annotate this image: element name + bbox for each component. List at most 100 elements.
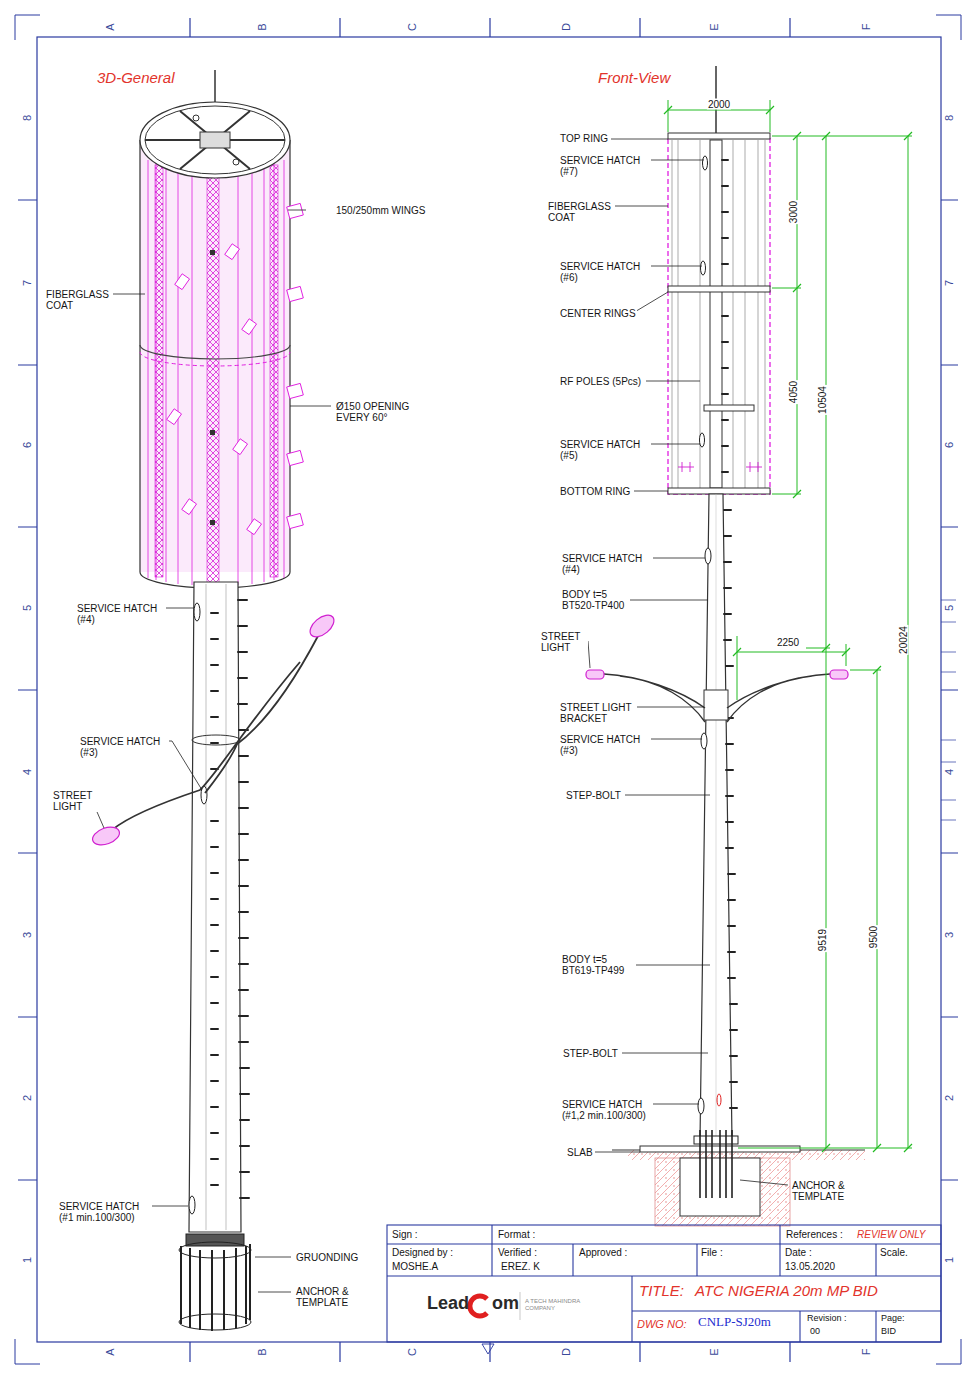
- zone-marker: F: [860, 1348, 872, 1357]
- part-label: RF POLES (5Pcs): [559, 376, 642, 387]
- general-3d-view: [140, 102, 290, 178]
- title-block-value: 00: [809, 1327, 821, 1337]
- zone-marker: 8: [21, 114, 33, 122]
- front-view: [668, 133, 770, 139]
- logo-tagline: A TECH MAHINDRA COMPANY: [524, 1298, 586, 1311]
- zone-marker: D: [560, 1347, 572, 1357]
- zone-marker: E: [708, 1347, 720, 1356]
- zone-marker: 2: [943, 1094, 955, 1102]
- front-view: [710, 140, 722, 488]
- general-3d-view: [194, 603, 200, 621]
- leader-lines: [588, 139, 788, 1185]
- general-3d-view: [90, 70, 338, 1331]
- general-3d-view: [175, 274, 190, 290]
- part-label: SERVICE HATCH (#4): [561, 553, 653, 575]
- title-block-field: DWG NO:: [636, 1318, 688, 1330]
- general-3d-view: [287, 286, 304, 301]
- logo-text: Lead: [426, 1294, 470, 1314]
- title-block-value: MOSHE.A: [391, 1261, 439, 1272]
- front-view: [716, 494, 717, 1140]
- company-logo: [470, 1292, 520, 1320]
- general-3d-view: [140, 352, 290, 366]
- zone-marker: 4: [21, 768, 33, 776]
- part-label: STREET LIGHT: [52, 790, 100, 812]
- front-view: [704, 405, 754, 411]
- zone-marker: 4: [943, 768, 955, 776]
- dimension-lines: [664, 106, 912, 1152]
- part-label: SERVICE HATCH (#3): [79, 736, 169, 758]
- general-3d-view: [189, 1196, 195, 1214]
- general-3d-view: [179, 1314, 251, 1330]
- zone-marker: 5: [21, 604, 33, 612]
- zone-marker: A: [104, 1347, 116, 1356]
- dimension: 10504: [817, 385, 828, 415]
- sheet-frame: [15, 15, 961, 1364]
- zone-marker: 1: [21, 1256, 33, 1264]
- general-3d-view: [207, 175, 219, 585]
- general-3d-view: [287, 513, 304, 528]
- general-3d-view: [306, 611, 338, 641]
- part-label: SERVICE HATCH (#1 min.100/300): [58, 1201, 152, 1223]
- part-label: CENTER RINGS: [559, 308, 637, 319]
- zone-marker: D: [560, 22, 572, 32]
- general-3d-view: [189, 582, 241, 1232]
- view-title: 3D-General: [96, 70, 176, 87]
- title-block-field: Sign :: [391, 1229, 419, 1240]
- part-label: STEP-BOLT: [565, 790, 622, 801]
- front-view: [655, 1158, 790, 1226]
- general-3d-view: [148, 160, 284, 585]
- title-block-field: References :: [785, 1229, 844, 1240]
- general-3d-view: [233, 159, 239, 165]
- front-view: [586, 66, 865, 1226]
- general-3d-view: [192, 735, 240, 745]
- title-block: [387, 1225, 941, 1342]
- front-view: [830, 670, 848, 679]
- part-label: SERVICE HATCH (#7): [559, 155, 651, 177]
- zone-marker: 7: [943, 279, 955, 287]
- front-view: [700, 494, 732, 1140]
- general-3d-view: [145, 111, 285, 169]
- sheet-frame: [15, 15, 961, 1364]
- part-label: SERVICE HATCH (#4): [76, 603, 166, 625]
- drawing-title: ATC NIGERIA 20m MP BID: [694, 1283, 879, 1300]
- title-block-field: Designed by :: [391, 1247, 454, 1258]
- zone-marker: 3: [943, 931, 955, 939]
- general-3d-view: [145, 106, 285, 174]
- part-label: Ø150 OPENING EVERY 60°: [335, 401, 417, 423]
- front-view: [700, 433, 705, 447]
- zone-marker: 3: [21, 931, 33, 939]
- part-label: SERVICE HATCH (#6): [559, 261, 651, 283]
- general-3d-view: [225, 244, 240, 260]
- dimension: 20024: [898, 625, 909, 655]
- front-view: [705, 548, 711, 564]
- dimension: 2000: [707, 99, 731, 110]
- title-block-field: TITLE:: [638, 1283, 685, 1300]
- title-block-value: CNLP-SJ20m: [697, 1315, 772, 1329]
- zone-marker: B: [256, 22, 268, 31]
- dimension: 4050: [788, 380, 799, 404]
- title-block-value: 13.05.2020: [784, 1261, 836, 1272]
- general-3d-view: [186, 1234, 244, 1246]
- view-title: Front-View: [597, 70, 671, 87]
- front-view: [668, 488, 770, 494]
- title-block-field: File :: [700, 1247, 724, 1258]
- title-block-value: BID: [880, 1327, 897, 1337]
- general-3d-view: [167, 203, 304, 534]
- part-label: STREET LIGHT: [540, 631, 588, 653]
- front-view: [668, 136, 770, 494]
- general-3d-view: [210, 430, 215, 435]
- dimension: 2250: [776, 637, 800, 648]
- front-view: [703, 156, 708, 170]
- general-3d-view: [182, 499, 197, 515]
- dimension-lines: [664, 100, 912, 1152]
- title-block-field: Verified :: [497, 1247, 538, 1258]
- logo-text: om: [491, 1294, 520, 1314]
- front-view: [668, 286, 770, 292]
- front-view: [604, 674, 830, 722]
- title-block-value: EREZ. K: [500, 1261, 541, 1272]
- general-3d-view: [206, 584, 226, 1230]
- general-3d-view: [140, 345, 290, 359]
- general-3d-view: [210, 250, 215, 525]
